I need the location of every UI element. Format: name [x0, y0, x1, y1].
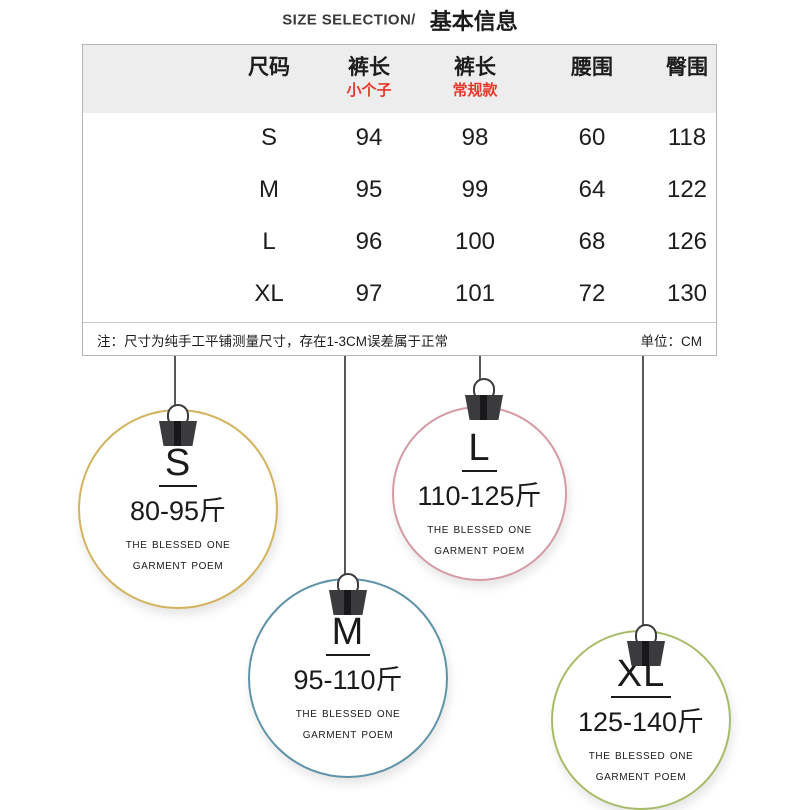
- table-cell: 98: [461, 124, 489, 151]
- bubble-weight-range: 110-125斤: [417, 480, 542, 511]
- table-cell: XL: [254, 280, 284, 307]
- table-cell: 101: [454, 280, 496, 307]
- table-footnote: 注：尺寸为纯手工平铺测量尺寸，存在1-3CM误差属于正常 单位：CM: [83, 322, 716, 355]
- table-cell: L: [262, 228, 276, 255]
- binder-clip-icon: [461, 378, 507, 422]
- column-header-label: 尺码: [248, 56, 290, 79]
- table-header-row: 尺码裤长小个子裤长常规款腰围臀围: [83, 45, 716, 113]
- column-header-label: 臀围: [666, 56, 708, 79]
- bubble-tagline-line1: The blessed one: [295, 704, 401, 720]
- binder-clip-icon: [155, 404, 201, 448]
- bubble-tagline-line2: garment poem: [595, 767, 687, 783]
- table-cell: 118: [667, 124, 707, 151]
- table-cell: 68: [578, 228, 606, 255]
- bubble-size-label: L: [462, 428, 497, 472]
- table-row: M 95 99 64 122: [83, 165, 716, 217]
- measurement-note: 注：尺寸为纯手工平铺测量尺寸，存在1-3CM误差属于正常: [97, 334, 449, 349]
- bubble-tagline-line2: garment poem: [302, 725, 394, 741]
- table-column-header: 臀围: [666, 55, 708, 81]
- size-bubble-content: S 80-95斤 The blessed one garment poem: [80, 411, 276, 607]
- size-bubble-l[interactable]: L 110-125斤 The blessed one garment poem: [392, 406, 567, 581]
- clip-body: [627, 641, 665, 666]
- table-column-header: 腰围: [571, 55, 613, 81]
- column-header-label: 裤长: [347, 56, 390, 79]
- page-title: SIZE SELECTION/基本信息: [0, 4, 800, 36]
- table-cell: 96: [355, 228, 383, 255]
- hanging-string: [642, 356, 644, 626]
- size-bubble-content: M 95-110斤 The blessed one garment poem: [250, 580, 446, 776]
- clip-body: [465, 395, 503, 420]
- table-cell: 130: [666, 280, 708, 307]
- hanging-string: [174, 356, 176, 408]
- table-column-header: 裤长常规款: [452, 55, 497, 101]
- clip-body: [159, 421, 197, 446]
- bubble-weight-range: 80-95斤: [129, 496, 227, 526]
- table-column-header: 尺码: [248, 55, 290, 81]
- table-cell: 97: [355, 280, 383, 307]
- bubble-size-label: M: [325, 612, 371, 656]
- table-cell: 100: [454, 228, 496, 255]
- bubble-size-label: S: [158, 443, 198, 487]
- table-cell: 94: [355, 124, 383, 151]
- column-header-sublabel: 常规款: [452, 82, 498, 99]
- binder-clip-icon: [325, 573, 371, 617]
- table-row: L 96 100 68 126: [83, 217, 716, 269]
- table-cell: 126: [666, 228, 708, 255]
- table-cell: M: [259, 176, 279, 203]
- table-cell: 122: [666, 176, 708, 203]
- column-header-sublabel: 小个子: [346, 82, 392, 99]
- page-title-chinese: 基本信息: [429, 9, 518, 34]
- bubble-tagline-line2: garment poem: [434, 540, 525, 557]
- column-header-label: 裤长: [453, 56, 496, 79]
- hanging-string: [479, 356, 481, 382]
- table-cell: 72: [578, 280, 606, 307]
- bubble-weight-range: 125-140斤: [577, 707, 705, 737]
- table-cell: S: [260, 124, 278, 151]
- bubble-tagline-line1: The blessed one: [427, 519, 532, 536]
- table-row: S 94 98 60 118: [83, 113, 716, 165]
- clip-body: [329, 590, 367, 615]
- bubble-tagline-line1: The blessed one: [588, 746, 694, 762]
- bubble-tagline-line2: garment poem: [132, 556, 224, 572]
- table-cell: 64: [578, 176, 606, 203]
- table-cell: 99: [461, 176, 489, 203]
- binder-clip-icon: [623, 624, 669, 668]
- column-header-label: 腰围: [571, 56, 613, 79]
- bubble-weight-range: 95-110斤: [293, 665, 403, 695]
- hanging-string: [344, 356, 346, 577]
- measurement-unit: 单位：CM: [640, 334, 703, 349]
- table-cell: 95: [355, 176, 383, 203]
- table-row: XL 97 101 72 130: [83, 269, 716, 321]
- size-bubble-content: L 110-125斤 The blessed one garment poem: [394, 408, 565, 579]
- table-column-header: 裤长小个子: [346, 55, 391, 101]
- page-title-english: SIZE SELECTION/: [282, 11, 416, 29]
- table-cell: 60: [578, 124, 606, 151]
- bubble-tagline-line1: The blessed one: [125, 535, 231, 551]
